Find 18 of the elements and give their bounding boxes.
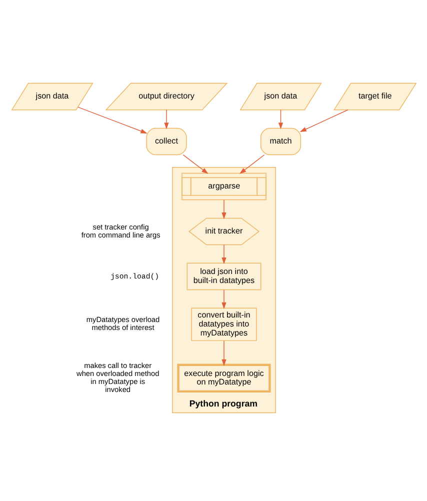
arrow bbox=[221, 340, 226, 366]
node-label: makes call to tracker when overloaded method in myDatatype is invoked bbox=[76, 360, 159, 394]
arrow bbox=[221, 244, 226, 264]
arrow bbox=[239, 154, 264, 174]
arrow bbox=[221, 198, 226, 219]
arrow bbox=[221, 289, 226, 309]
node-box: collect bbox=[146, 127, 186, 155]
arrow bbox=[278, 109, 283, 129]
node-label: set tracker config from command line args bbox=[80, 222, 160, 239]
node-label: myDatatypes overload methods of interest bbox=[86, 314, 160, 332]
node-box: match bbox=[260, 127, 301, 155]
node-box: execute program logic on myDatatype bbox=[176, 363, 270, 392]
node-box: convert built-in datatypes into myDatatypes bbox=[190, 307, 256, 340]
arrow bbox=[299, 109, 348, 132]
arrow bbox=[77, 106, 147, 133]
node-box: load json into built-in datatypes bbox=[186, 262, 261, 290]
arrow bbox=[182, 154, 208, 174]
arrow bbox=[164, 109, 168, 129]
